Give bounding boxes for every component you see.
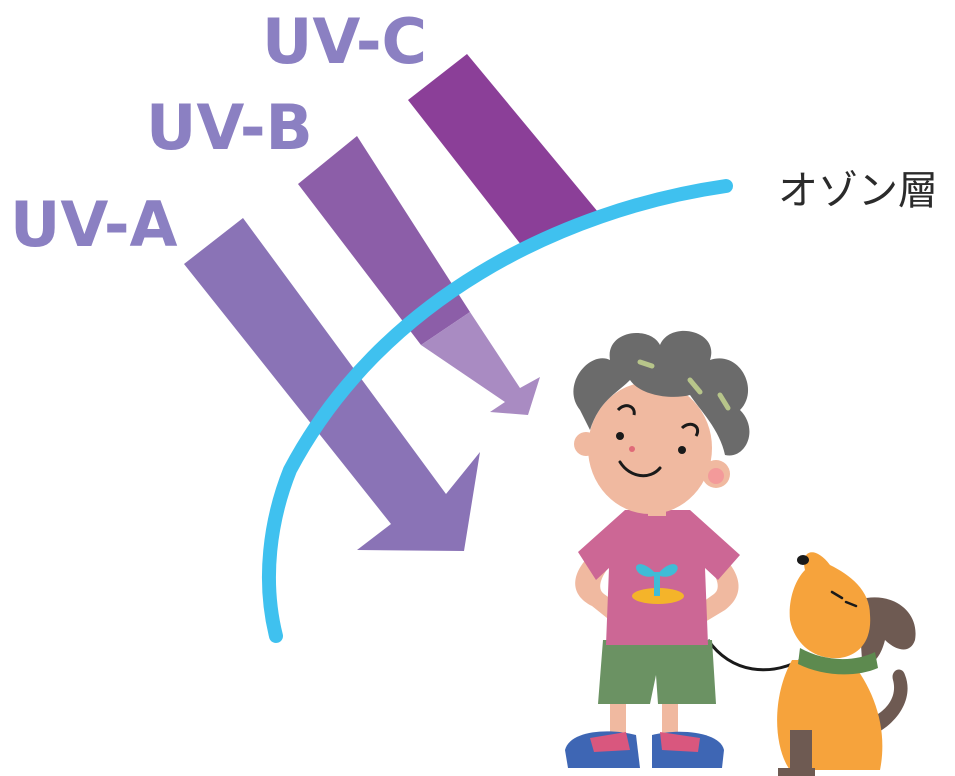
dog-illustration <box>777 552 916 776</box>
uv-a-label: UV-A <box>10 188 178 261</box>
uv-b-label: UV-B <box>146 91 313 164</box>
uv-c-beam <box>408 54 598 246</box>
uv-a-beam <box>184 218 480 551</box>
child-illustration <box>565 330 750 768</box>
ozone-layer-arc <box>261 179 733 643</box>
uv-b-beam-transmitted <box>421 312 540 415</box>
ozone-layer-label: オゾン層 <box>778 168 938 214</box>
uv-c-label: UV-C <box>262 5 427 78</box>
uv-b-beam <box>298 136 540 415</box>
